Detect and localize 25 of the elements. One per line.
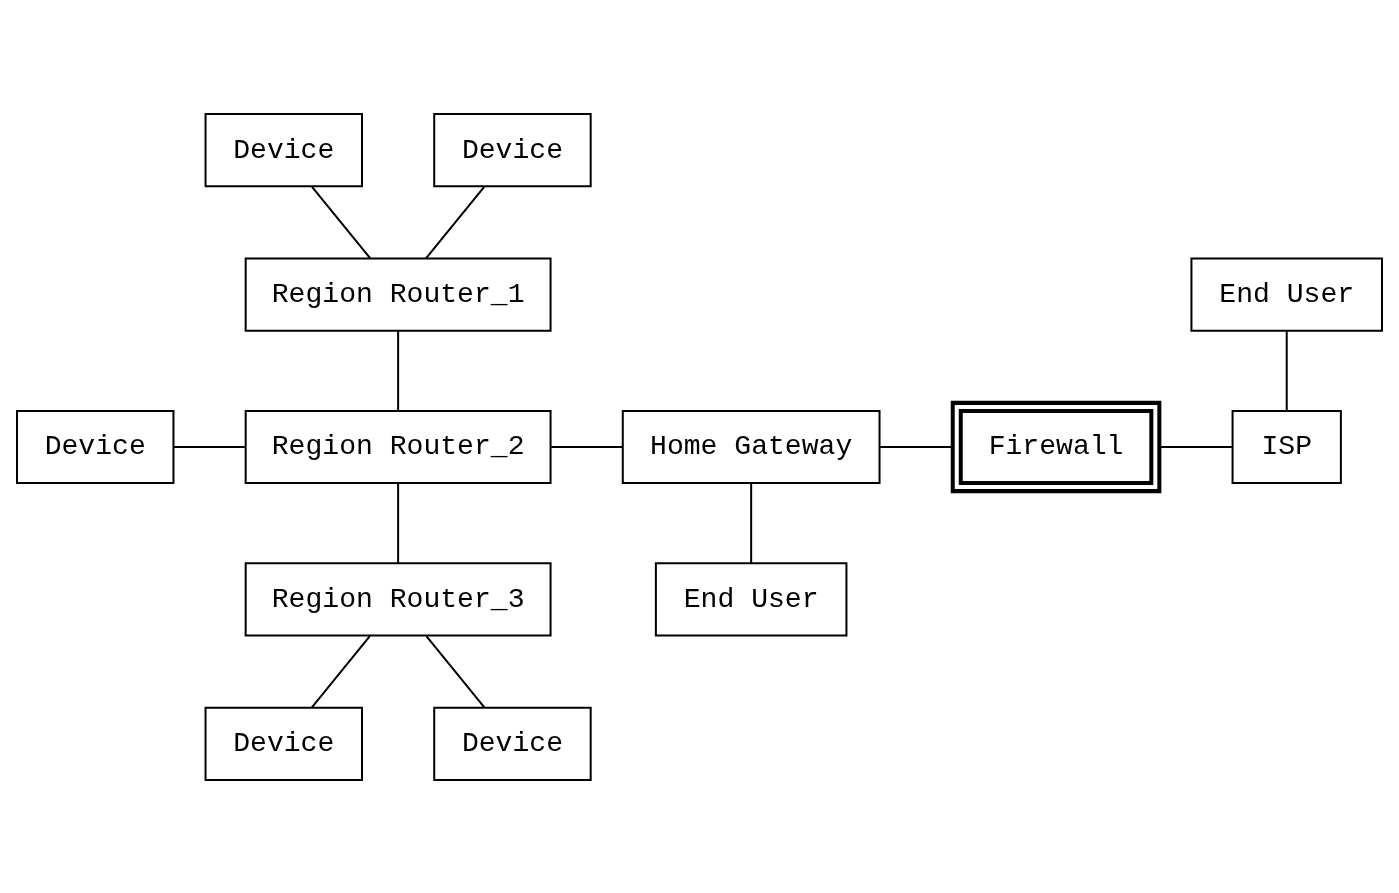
connector — [397, 330, 400, 411]
connector — [879, 445, 953, 448]
connector — [551, 445, 623, 448]
connector — [311, 185, 371, 259]
node-box: Device — [433, 706, 592, 781]
node-box: Device — [204, 706, 363, 781]
node-box: Device — [433, 112, 592, 187]
node-box: ISP — [1231, 409, 1342, 484]
connector — [1285, 330, 1288, 411]
connector — [425, 185, 485, 259]
node-box: Home Gateway — [621, 409, 881, 484]
connector — [1159, 445, 1233, 448]
node-box: End User — [1190, 256, 1383, 332]
connector — [397, 482, 400, 563]
node-box: End User — [654, 561, 848, 637]
node-box: Firewall — [950, 400, 1162, 493]
node-box: Region Router_1 — [244, 256, 552, 332]
node-box: Region Router_2 — [244, 409, 552, 484]
node-box: Device — [16, 409, 175, 484]
connector — [310, 635, 371, 708]
connector — [750, 482, 753, 563]
node-box: Region Router_3 — [244, 561, 552, 637]
connector — [173, 445, 245, 448]
connector — [425, 635, 486, 708]
node-box: Device — [204, 112, 363, 187]
